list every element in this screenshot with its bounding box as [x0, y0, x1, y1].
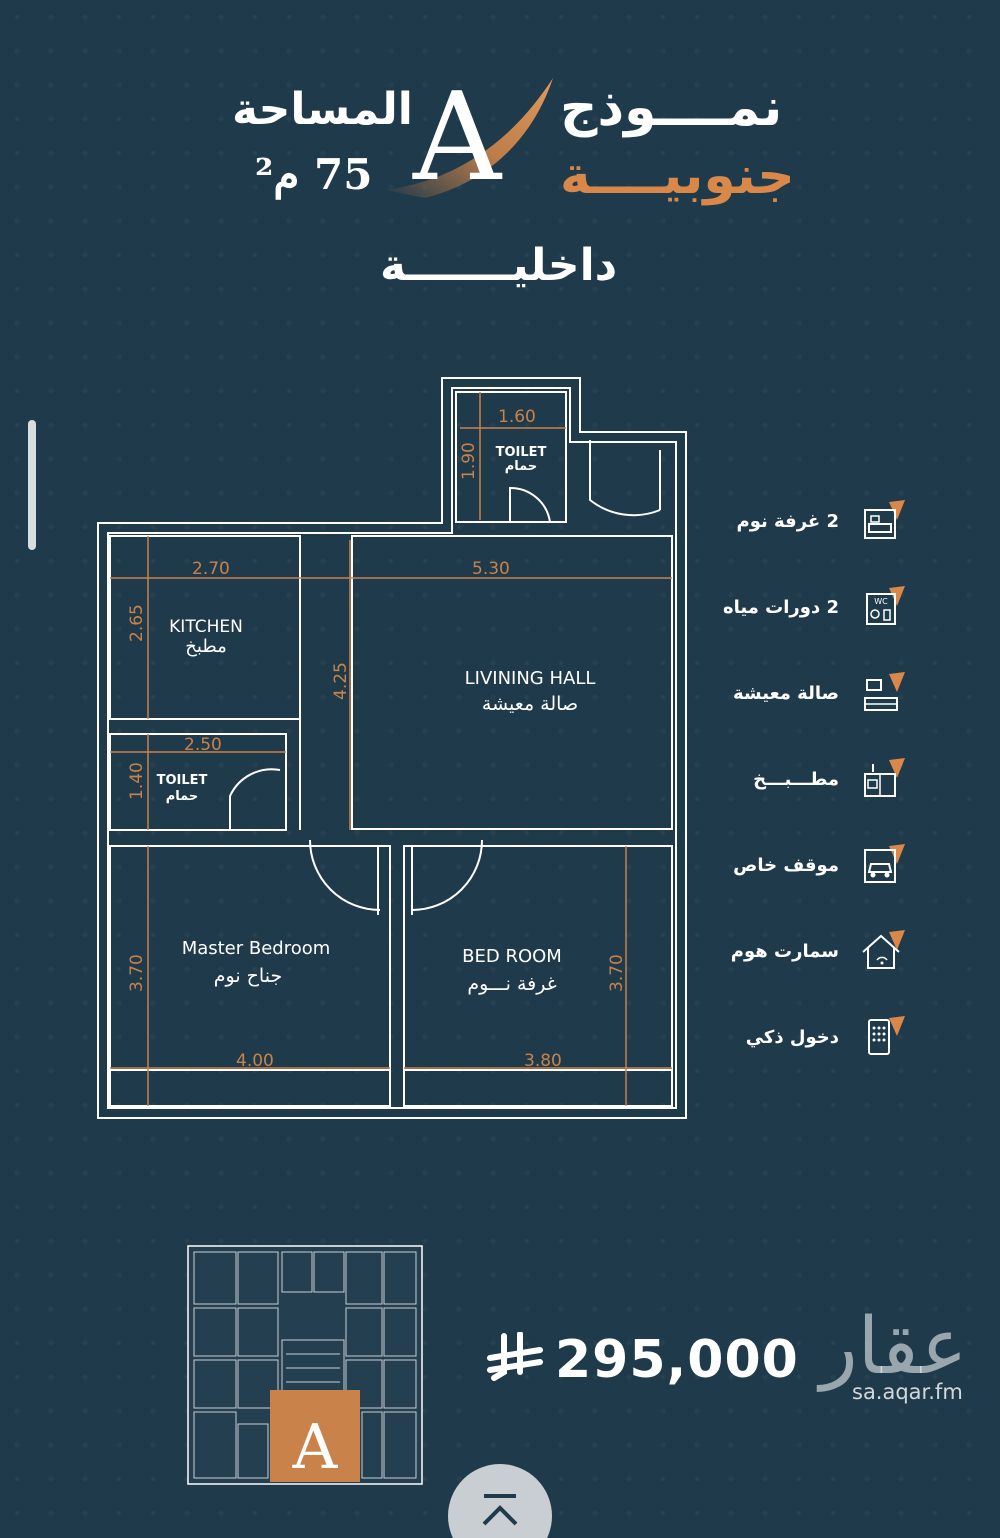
dim-toilet-bottom-h: 1.40 — [127, 762, 147, 800]
dim-master-w: 4.00 — [236, 1051, 274, 1071]
kitchen-ar: مطبخ — [185, 636, 226, 657]
feature-label: موقف خاص — [733, 854, 839, 876]
feature-label: 2 دورات مياه — [723, 596, 839, 618]
kitchen-en: KITCHEN — [169, 617, 243, 637]
area-label: المساحة — [232, 84, 413, 135]
dim-bed-w: 3.80 — [524, 1051, 562, 1071]
feature-item: مطـــبـــخ — [705, 736, 905, 822]
toilet-top-ar: حمام — [505, 459, 538, 474]
model-label: نمــــوذج — [560, 78, 783, 138]
feature-list: 2 غرفة نوم 2 دورات مياه WC صالة معيشة مط… — [705, 478, 905, 1080]
master-en: Master Bedroom — [182, 938, 331, 959]
dim-master-h: 3.70 — [127, 954, 147, 992]
scroll-handle[interactable] — [28, 420, 36, 550]
dim-kitchen-w: 2.70 — [192, 559, 230, 579]
feature-item: سمارت هوم — [705, 908, 905, 994]
bedroom-icon — [864, 500, 905, 539]
feature-item: صالة معيشة — [705, 650, 905, 736]
dim-toilet-top-w: 1.60 — [498, 407, 536, 427]
price-amount: 295,000 — [555, 1330, 799, 1390]
toilet-top-en: TOILET — [496, 445, 547, 460]
direction-label: جنوبيــــة — [560, 146, 795, 206]
aqar-logo: عقار — [820, 1302, 968, 1392]
floor-plan: 1.60 1.90 2.70 5.30 2.65 4.25 2.50 1.40 … — [90, 370, 700, 1130]
riyal-symbol-icon — [487, 1332, 543, 1381]
svg-text:WC: WC — [874, 597, 888, 606]
model-letter: A — [413, 66, 502, 208]
living-en: LIVINING HALL — [465, 668, 596, 689]
dim-hall-w: 5.30 — [472, 559, 510, 579]
toilet-bottom-en: TOILET — [157, 773, 208, 788]
feature-label: دخول ذكي — [745, 1026, 839, 1048]
dim-toilet-top-h: 1.90 — [459, 442, 479, 480]
parking-icon — [864, 844, 905, 883]
master-ar: جناح نوم — [214, 965, 282, 987]
living-ar: صالة معيشة — [482, 693, 578, 715]
living-room-icon — [864, 672, 905, 711]
bed-ar: غرفة نـــوم — [467, 973, 556, 995]
wc-icon: WC — [866, 586, 905, 625]
model-emblem: A — [385, 72, 575, 212]
feature-label: 2 غرفة نوم — [736, 510, 840, 532]
feature-item: 2 دورات مياه WC — [705, 564, 905, 650]
feature-item: 2 غرفة نوم — [705, 478, 905, 564]
dim-corridor-h: 4.25 — [331, 662, 351, 700]
thumbnail-letter: A — [292, 1410, 339, 1483]
dim-bed-h: 3.70 — [607, 954, 627, 992]
building-layout-thumbnail: A — [186, 1244, 424, 1486]
swoosh-decoration — [385, 78, 553, 198]
feature-label: مطـــبـــخ — [753, 768, 839, 790]
kitchen-icon — [864, 758, 905, 797]
feature-item: موقف خاص — [705, 822, 905, 908]
smart-entry-icon — [868, 1016, 905, 1055]
dim-kitchen-h: 2.65 — [127, 604, 147, 642]
smart-home-icon — [862, 930, 905, 969]
scroll-top-button[interactable] — [448, 1464, 552, 1538]
dim-toilet-bottom-w: 2.50 — [184, 735, 222, 755]
interior-label: داخليـــــــة — [380, 240, 618, 291]
feature-item: دخول ذكي — [705, 994, 905, 1080]
area-value: 75 م² — [255, 150, 373, 199]
toilet-bottom-ar: حمام — [166, 789, 199, 804]
feature-label: سمارت هوم — [730, 940, 839, 962]
bed-en: BED ROOM — [462, 946, 562, 967]
chevron-up-icon — [482, 1494, 518, 1526]
aqar-url: sa.aqar.fm — [852, 1380, 963, 1404]
feature-label: صالة معيشة — [733, 682, 839, 704]
